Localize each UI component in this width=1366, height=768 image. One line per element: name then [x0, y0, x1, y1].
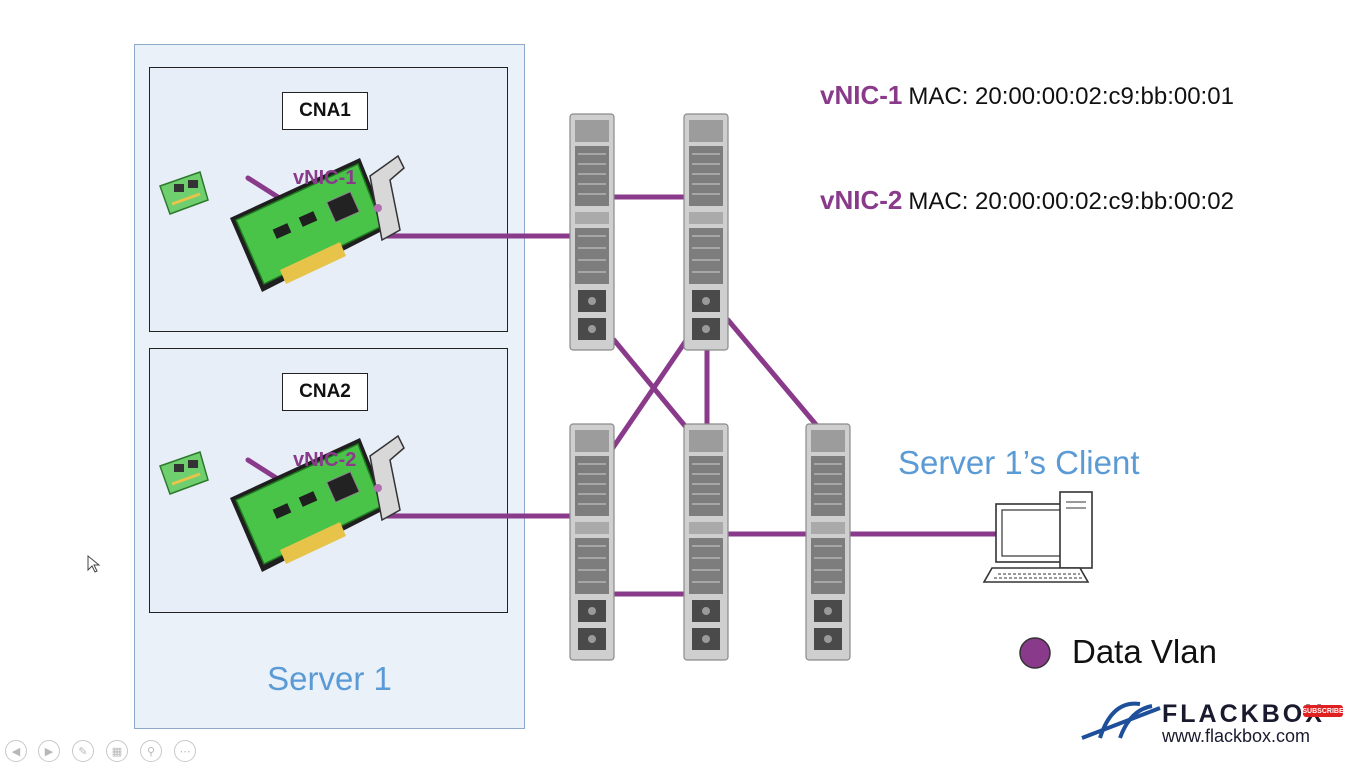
pen-icon[interactable]: ✎ [72, 740, 94, 762]
legend-bullet-icon [1019, 637, 1051, 669]
client-pc-icon [983, 491, 1093, 583]
cna2-label: CNA2 [282, 373, 368, 411]
mouse-cursor-icon [87, 554, 101, 573]
more-icon[interactable]: ⋯ [174, 740, 196, 762]
mac-vnic1-name: vNIC-1 [820, 80, 903, 110]
mac-vnic1-address: MAC: 20:00:00:02:c9:bb:00:01 [908, 83, 1234, 110]
switch-5-icon [805, 423, 851, 661]
next-icon[interactable]: ▶ [38, 740, 60, 762]
vnic2-label: vNIC-2 [293, 449, 357, 471]
switch-1-icon [569, 113, 615, 351]
switch-4-icon [683, 423, 729, 661]
flackbox-logo-icon [1081, 701, 1161, 740]
slides-icon[interactable]: ▦ [106, 740, 128, 762]
zoom-icon[interactable]: ⚲ [140, 740, 162, 762]
subscribe-badge[interactable]: SUBSCRIBE [1302, 705, 1344, 717]
server-1-title: Server 1 [267, 660, 392, 697]
previous-icon[interactable]: ◀ [5, 740, 27, 762]
vnic1-label: vNIC-1 [293, 167, 357, 189]
brand-url: www.flackbox.com [1162, 726, 1311, 746]
switch-2-icon [683, 113, 729, 351]
mac-vnic2-address: MAC: 20:00:00:02:c9:bb:00:02 [908, 188, 1234, 215]
client-title: Server 1’s Client [898, 444, 1140, 481]
legend-label: Data Vlan [1072, 633, 1217, 670]
link-sw2-sw5 [725, 317, 821, 430]
data-vlan-links [245, 175, 999, 597]
mac-vnic2-name: vNIC-2 [820, 185, 903, 215]
switch-3-icon [569, 423, 615, 661]
cna1-label: CNA1 [282, 92, 368, 130]
cna1-card-icon [158, 154, 406, 294]
cna2-card-icon [158, 434, 406, 574]
brand-name: FLACKBOX [1162, 700, 1325, 728]
